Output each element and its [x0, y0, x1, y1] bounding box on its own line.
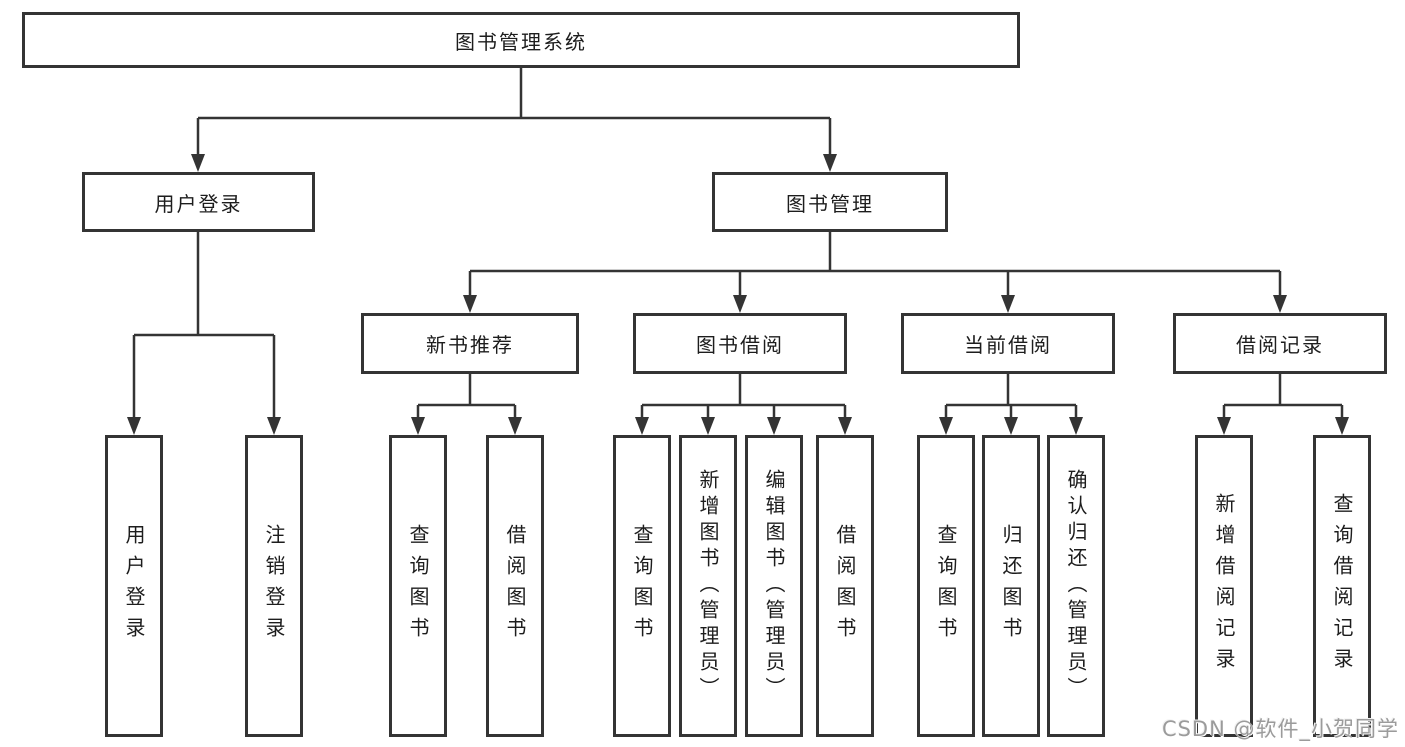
- node-current-borrowing-label: 当前借阅: [964, 333, 1052, 357]
- node-book-borrowing-label: 图书借阅: [696, 333, 784, 357]
- leaf-user-login: 用户登录: [105, 435, 163, 737]
- leaf-query-borrow-record-label: 查询借阅记录: [1330, 493, 1354, 679]
- node-new-book-recommend-label: 新书推荐: [426, 333, 514, 357]
- leaf-confirm-return-admin-label: 确认归还（管理员）: [1064, 469, 1088, 703]
- leaf-return-books: 归还图书: [982, 435, 1040, 737]
- node-book-management-system: 图书管理系统: [22, 12, 1020, 68]
- leaf-query-books-borrowing: 查询图书: [613, 435, 671, 737]
- leaf-borrow-books-recommend: 借阅图书: [486, 435, 544, 737]
- leaf-user-login-label: 用户登录: [122, 524, 146, 648]
- leaf-add-borrow-record-label: 新增借阅记录: [1212, 493, 1236, 679]
- node-user-login-label: 用户登录: [154, 191, 243, 216]
- leaf-borrow-books-recommend-label: 借阅图书: [503, 524, 527, 648]
- node-borrow-records-label: 借阅记录: [1236, 333, 1324, 357]
- leaf-edit-books-admin: 编辑图书（管理员）: [745, 435, 803, 737]
- leaf-borrow-books-borrowing-label: 借阅图书: [833, 524, 857, 648]
- leaf-borrow-books-borrowing: 借阅图书: [816, 435, 874, 737]
- node-current-borrowing: 当前借阅: [901, 313, 1115, 374]
- watermark-csdn: CSDN @软件_小贺同学: [1161, 717, 1399, 741]
- leaf-query-books-borrowing-label: 查询图书: [630, 524, 654, 648]
- leaf-query-books-recommend-label: 查询图书: [406, 524, 430, 648]
- leaf-add-books-admin: 新增图书（管理员）: [679, 435, 737, 737]
- leaf-return-books-label: 归还图书: [999, 524, 1023, 648]
- leaf-logout-label: 注销登录: [262, 524, 286, 648]
- node-book-management: 图书管理: [712, 172, 948, 232]
- leaf-query-books-current: 查询图书: [917, 435, 975, 737]
- leaf-query-books-current-label: 查询图书: [934, 524, 958, 648]
- leaf-confirm-return-admin: 确认归还（管理员）: [1047, 435, 1105, 737]
- node-borrow-records: 借阅记录: [1173, 313, 1387, 374]
- node-user-login: 用户登录: [82, 172, 315, 232]
- leaf-query-books-recommend: 查询图书: [389, 435, 447, 737]
- leaf-add-books-admin-label: 新增图书（管理员）: [696, 469, 720, 703]
- leaf-edit-books-admin-label: 编辑图书（管理员）: [762, 469, 786, 703]
- leaf-add-borrow-record: 新增借阅记录: [1195, 435, 1253, 737]
- node-new-book-recommend: 新书推荐: [361, 313, 579, 374]
- node-book-management-system-label: 图书管理系统: [455, 29, 587, 54]
- node-book-borrowing: 图书借阅: [633, 313, 847, 374]
- leaf-query-borrow-record: 查询借阅记录: [1313, 435, 1371, 737]
- leaf-logout: 注销登录: [245, 435, 303, 737]
- node-book-management-label: 图书管理: [786, 191, 874, 216]
